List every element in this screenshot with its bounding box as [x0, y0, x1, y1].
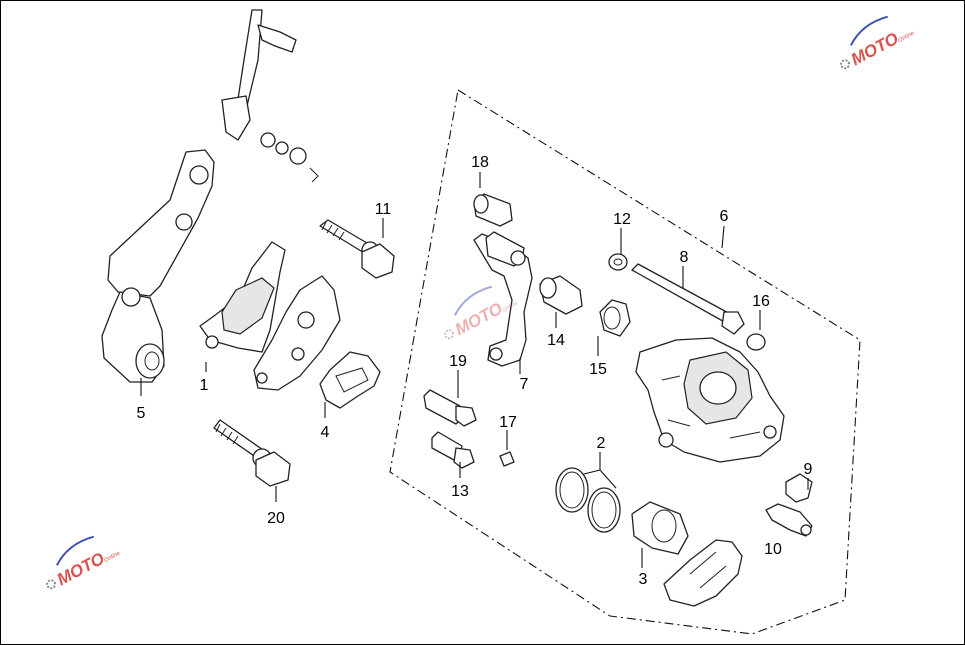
clip-17: [499, 451, 515, 467]
watermark-text: MOTO: [452, 299, 506, 340]
shim-3: [663, 539, 743, 607]
bolt-11: [319, 219, 395, 279]
boot-15: [599, 299, 631, 337]
watermark-subtext: Online: [103, 550, 122, 564]
callout-8: 8: [680, 249, 689, 266]
callout-3: 3: [639, 571, 648, 588]
watermark-top-right: MOTO Online: [840, 15, 916, 70]
bolt-19: [423, 389, 477, 427]
watermark-text: MOTO: [848, 29, 902, 70]
bolt-13: [431, 431, 475, 469]
pad-spring: [319, 351, 381, 409]
callout-13: 13: [451, 483, 469, 500]
callout-16: 16: [752, 293, 770, 310]
caliper-assembly-boundary: [389, 89, 861, 635]
watermark-text: MOTO: [54, 549, 108, 590]
caliper-body: [635, 337, 785, 463]
watermark-bottom-left: MOTO Online: [46, 535, 122, 590]
support-bracket-7: [473, 231, 533, 367]
pad-pin-8: [631, 263, 745, 335]
callout-labels: 1 2 3 4 5 6 7 8 9 10 11 12 13 14 15 16 1…: [137, 154, 813, 588]
bleeder-cap-10: [765, 503, 813, 537]
watermark-subtext: Online: [897, 30, 916, 44]
piston: [631, 501, 689, 555]
callout-15: 15: [589, 361, 607, 378]
caliper-bracket-arm: [101, 149, 215, 383]
callout-14: 14: [547, 332, 565, 349]
callout-17: 17: [499, 414, 517, 431]
washer-12: [608, 253, 628, 271]
callout-12: 12: [613, 211, 631, 228]
sleeve-18: [473, 193, 513, 227]
callout-18: 18: [471, 154, 489, 171]
callout-10: 10: [764, 541, 782, 558]
bolt-20: [213, 419, 291, 487]
leader-lines: [140, 172, 809, 568]
piston-seals: [555, 467, 621, 533]
callout-9: 9: [804, 461, 813, 478]
brake-rod-linkage: [221, 9, 319, 183]
callout-6: 6: [720, 208, 729, 225]
callout-20: 20: [267, 510, 285, 527]
callout-19: 19: [449, 353, 467, 370]
bleeder-valve-9: [785, 473, 813, 503]
brake-pad-set: [199, 241, 341, 391]
plug-16: [746, 333, 766, 351]
callout-2: 2: [597, 435, 606, 452]
callout-7: 7: [520, 376, 529, 393]
callout-11: 11: [375, 201, 392, 218]
callout-1: 1: [200, 377, 209, 394]
pin-14: [539, 275, 583, 315]
callout-5: 5: [137, 405, 146, 422]
callout-4: 4: [321, 424, 330, 441]
